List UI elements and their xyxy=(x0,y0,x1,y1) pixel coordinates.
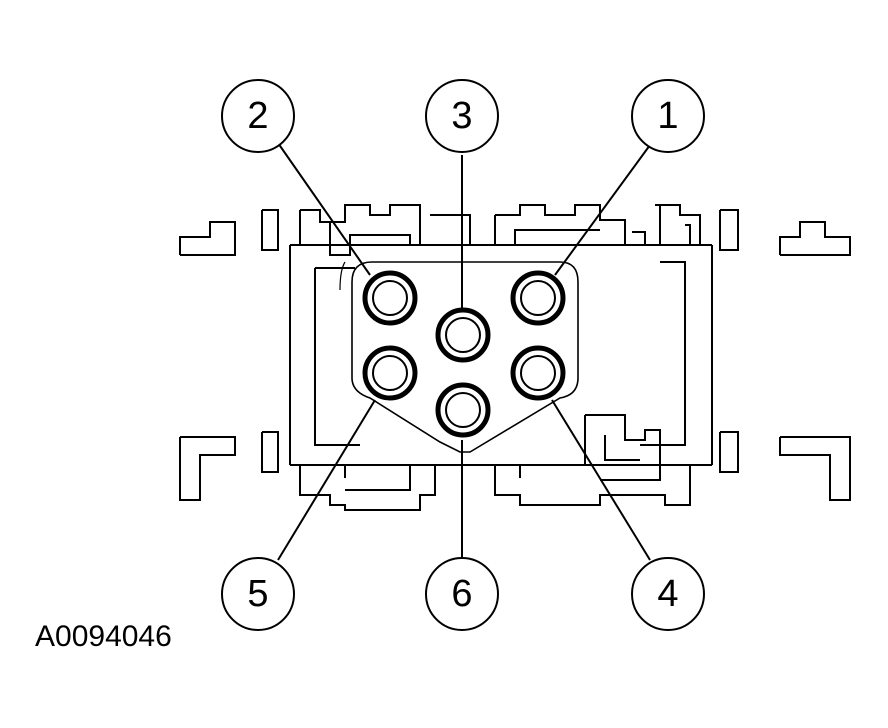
right-bottom-bracket xyxy=(779,436,851,501)
callout-6: 6 xyxy=(425,557,499,631)
pin-1 xyxy=(510,270,566,326)
connector-cavity xyxy=(339,261,579,453)
pin-4 xyxy=(510,345,566,401)
callout-2: 2 xyxy=(221,79,295,153)
callout-4: 4 xyxy=(631,557,705,631)
callout-3: 3 xyxy=(425,79,499,153)
leader-lines xyxy=(277,142,651,561)
left-bottom-bracket xyxy=(179,436,236,501)
callout-1: 1 xyxy=(631,79,705,153)
callout-5: 5 xyxy=(221,557,295,631)
callout-2-label: 2 xyxy=(247,95,268,137)
callout-4-label: 4 xyxy=(657,573,678,615)
connector-housing xyxy=(261,204,739,511)
terminal-pins xyxy=(362,270,566,438)
callout-3-label: 3 xyxy=(451,95,472,137)
callout-1-label: 1 xyxy=(657,95,678,137)
pin-5 xyxy=(362,345,418,401)
figure-id: A0094046 xyxy=(35,620,172,653)
pin-3 xyxy=(435,307,491,363)
callout-6-label: 6 xyxy=(451,573,472,615)
right-top-bracket xyxy=(779,221,851,256)
callout-5-label: 5 xyxy=(247,573,268,615)
left-top-bracket xyxy=(179,221,236,256)
pin-2 xyxy=(362,270,418,326)
pin-6 xyxy=(435,382,491,438)
